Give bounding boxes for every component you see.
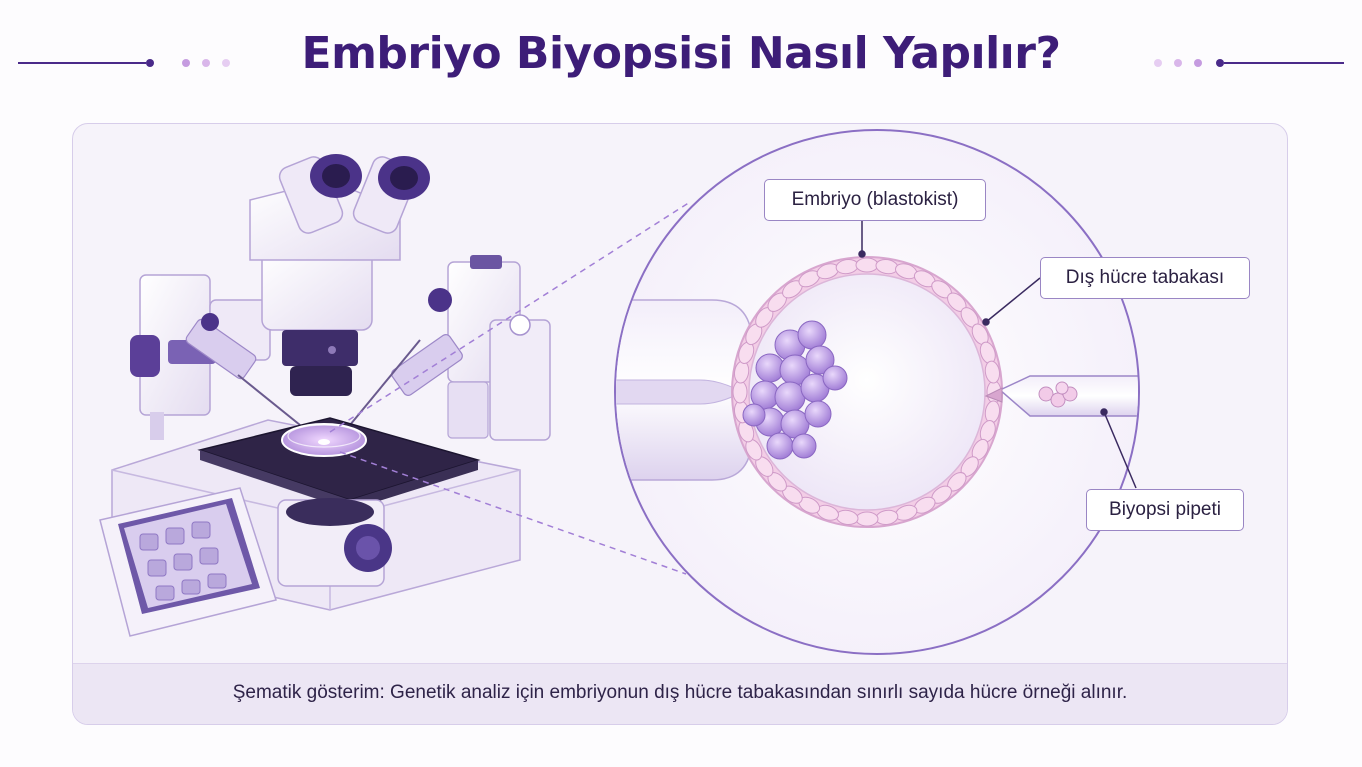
trophectoderm-cell (855, 511, 879, 527)
blastocyst (731, 256, 1003, 528)
trophectoderm-cell (984, 360, 1001, 384)
title-decoration-right (1154, 55, 1344, 71)
caption-bar: Şematik gösterim: Genetik analiz için em… (73, 663, 1287, 724)
page-title: Embriyo Biyopsisi Nasıl Yapılır? (301, 28, 1061, 79)
zoom-lines (329, 201, 691, 575)
magnified-view (614, 129, 1140, 655)
inner-cell-mass (742, 320, 848, 460)
trophectoderm-cell (855, 257, 879, 273)
label-biopsy-pipette: Biyopsi pipeti (1086, 489, 1244, 531)
leader-lines (858, 220, 1137, 489)
label-outer-cell-layer: Dış hücre tabakası (1040, 257, 1250, 299)
caption-text: Şematik gösterim: Genetik analiz için em… (232, 682, 1128, 703)
label-embryo: Embriyo (blastokist) (764, 179, 986, 221)
biopsy-pipette (984, 375, 1138, 417)
trophectoderm-cell (732, 380, 748, 404)
title-decoration-left (18, 55, 230, 71)
microscope-illustration (99, 154, 551, 637)
